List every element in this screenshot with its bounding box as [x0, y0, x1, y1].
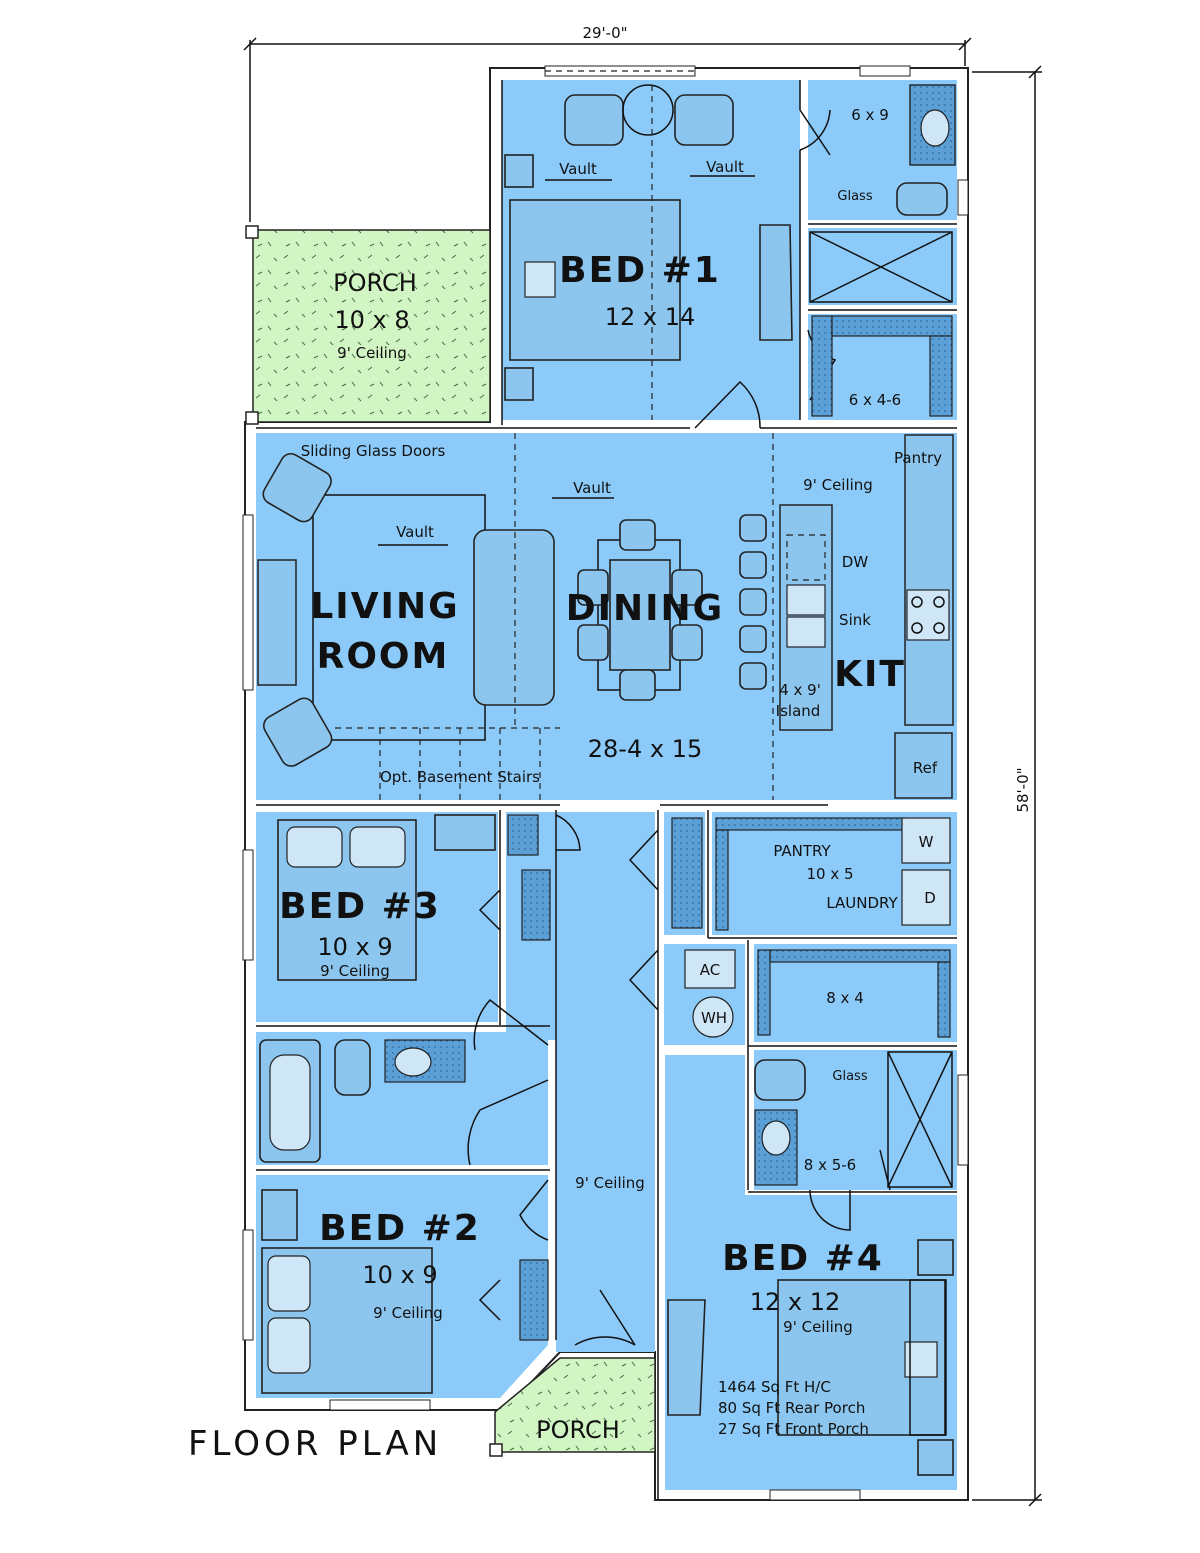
- bed1-name: BED #1: [559, 250, 721, 291]
- bed2-ceiling: 9' Ceiling: [373, 1304, 443, 1322]
- dining-table: [577, 519, 703, 701]
- washer-icon: [901, 817, 951, 864]
- area-front-porch: 27 Sq Ft Front Porch: [718, 1420, 869, 1438]
- porch-post: [489, 1443, 503, 1457]
- armchair: [564, 94, 624, 146]
- living-name-line1: LIVING: [310, 586, 459, 627]
- bed4-dim: 12 x 12: [750, 1288, 841, 1316]
- bed1-dim: 12 x 14: [605, 303, 696, 331]
- sofa: [473, 529, 555, 706]
- island-label: Island: [776, 702, 821, 720]
- island-dim: 4 x 9': [779, 681, 821, 699]
- rear-porch-dim: 10 x 8: [334, 306, 409, 334]
- porch-post: [245, 411, 259, 425]
- bar-stools: [739, 514, 767, 690]
- fireplace: [257, 559, 297, 686]
- front-porch-name: PORCH: [536, 1416, 620, 1444]
- dimension-depth: 58'-0": [972, 65, 1042, 1507]
- range-icon: [906, 589, 950, 641]
- living-furniture: [257, 433, 774, 800]
- dryer-icon: [901, 869, 951, 926]
- kitchen-cabinets: [779, 434, 954, 799]
- kitchen-ceiling: 9' Ceiling: [803, 476, 873, 494]
- laundry-name: LAUNDRY: [826, 894, 898, 912]
- bath4-dim: 8 x 5-6: [804, 1156, 856, 1174]
- bath4-fixtures: [754, 1051, 953, 1188]
- bed2-name: BED #2: [319, 1208, 481, 1249]
- dryer-label: D: [924, 889, 936, 907]
- front-porch: [494, 1357, 656, 1453]
- area-heated: 1464 Sq Ft H/C: [718, 1378, 831, 1396]
- bed3-dim: 10 x 9: [317, 933, 392, 961]
- sink-icon: [786, 584, 826, 616]
- rear-porch: [252, 229, 491, 423]
- ref-label: Ref: [913, 759, 938, 777]
- rear-porch-name: PORCH: [333, 269, 417, 297]
- bath1-fixtures: [809, 84, 956, 417]
- bed3-ceiling: 9' Ceiling: [320, 962, 390, 980]
- pantry-dim: 10 x 5: [806, 865, 853, 883]
- bed1-vault-left: Vault: [559, 160, 597, 178]
- bed2-furniture: [261, 1189, 549, 1394]
- stairs-label: Opt. Basement Stairs: [380, 768, 540, 786]
- bed4-furniture: [667, 1239, 954, 1476]
- sink-label: Sink: [839, 611, 871, 629]
- closet1-dim: 6 x 4-6: [849, 391, 901, 409]
- depth-label: 58'-0": [1014, 767, 1032, 812]
- armchair: [674, 94, 734, 146]
- pantry-name: PANTRY: [773, 842, 831, 860]
- living-name-line2: ROOM: [317, 636, 450, 677]
- width-label: 29'-0": [582, 24, 627, 42]
- bath1-dim: 6 x 9: [851, 106, 889, 124]
- labels: BED #1 12 x 14 Vault Vault 6 x 9 Glass 6…: [188, 106, 942, 1464]
- toilet-icon: [896, 182, 948, 216]
- door-swings: [467, 109, 891, 1346]
- kitchen-name: KIT: [834, 654, 906, 695]
- dishwasher-label: DW: [842, 553, 869, 571]
- plan-title: FLOOR PLAN: [188, 1424, 442, 1464]
- windows: [242, 65, 969, 1501]
- bed4-ceiling: 9' Ceiling: [783, 1318, 853, 1336]
- hall-closets: [671, 817, 951, 1038]
- interior-walls: [256, 80, 957, 1500]
- toilet-icon: [334, 1039, 371, 1096]
- hall-ceiling: 9' Ceiling: [575, 1174, 645, 1192]
- bed3-furniture: [277, 814, 551, 981]
- dining-name: DINING: [566, 588, 724, 629]
- bed2-dim: 10 x 9: [362, 1261, 437, 1289]
- bed1-vault-right: Vault: [706, 158, 744, 176]
- dimension-width: 29'-0": [243, 24, 972, 222]
- living-vault: Vault: [396, 523, 434, 541]
- sliding-doors-label: Sliding Glass Doors: [301, 442, 446, 460]
- porch-post: [245, 225, 259, 239]
- wh-label: WH: [701, 1009, 727, 1027]
- rear-porch-ceiling: 9' Ceiling: [337, 344, 407, 362]
- ac-unit-icon: [684, 949, 736, 989]
- toilet-icon: [754, 1059, 806, 1101]
- water-heater-icon: [692, 996, 734, 1038]
- dining-vault: Vault: [573, 479, 611, 497]
- kitchen-pantry: Pantry: [894, 449, 942, 467]
- bed4-name: BED #4: [722, 1238, 884, 1279]
- armchair: [262, 697, 333, 767]
- dining-dim: 28-4 x 15: [588, 735, 702, 763]
- bath1-glass: Glass: [837, 189, 872, 204]
- closet4-dim: 8 x 4: [826, 989, 864, 1007]
- bath4-glass: Glass: [832, 1069, 867, 1084]
- area-rear-porch: 80 Sq Ft Rear Porch: [718, 1399, 865, 1417]
- bed1-furniture: [504, 84, 793, 420]
- bath2-fixtures: [259, 1039, 466, 1163]
- bed3-name: BED #3: [279, 886, 441, 927]
- washer-label: W: [919, 833, 934, 851]
- refrigerator-icon: [894, 732, 953, 799]
- ac-label: AC: [700, 961, 720, 979]
- armchair: [262, 452, 332, 523]
